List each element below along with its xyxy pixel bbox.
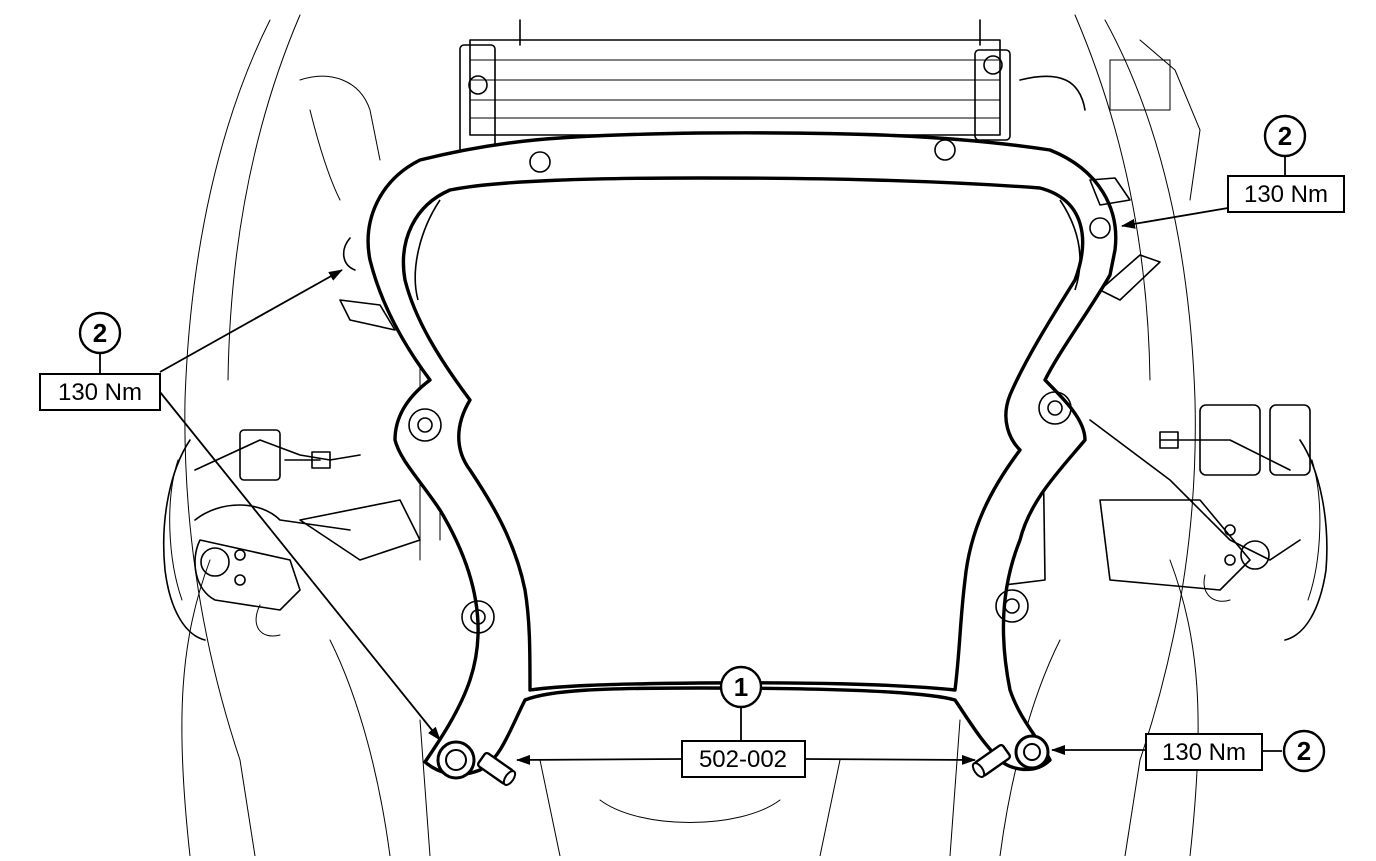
right-suspension	[1089, 404, 1311, 602]
vehicle-body-outline	[162, 14, 1328, 857]
callout-left-torque: 130 Nm 2	[39, 269, 441, 741]
bottom-right-bolt-number: 2	[1297, 736, 1311, 766]
special-tool-code: 502-002	[699, 746, 787, 773]
callout-bottom-right-torque: 130 Nm 2	[1051, 729, 1326, 773]
callout-special-tool: 502-002 1	[516, 665, 976, 778]
left-suspension	[194, 429, 421, 637]
left-bolt-number: 2	[93, 318, 107, 348]
left-torque-label: 130 Nm	[58, 379, 142, 406]
front-subframe	[339, 131, 1161, 777]
callout-top-right-torque: 130 Nm 2	[1121, 114, 1345, 229]
bottom-right-torque-label: 130 Nm	[1162, 739, 1246, 766]
rear-mount-bolts	[436, 734, 1050, 780]
alignment-pins	[477, 743, 1011, 786]
top-right-bolt-number: 2	[1278, 121, 1292, 151]
special-tool-number: 1	[734, 672, 748, 702]
top-right-torque-label: 130 Nm	[1244, 181, 1328, 208]
